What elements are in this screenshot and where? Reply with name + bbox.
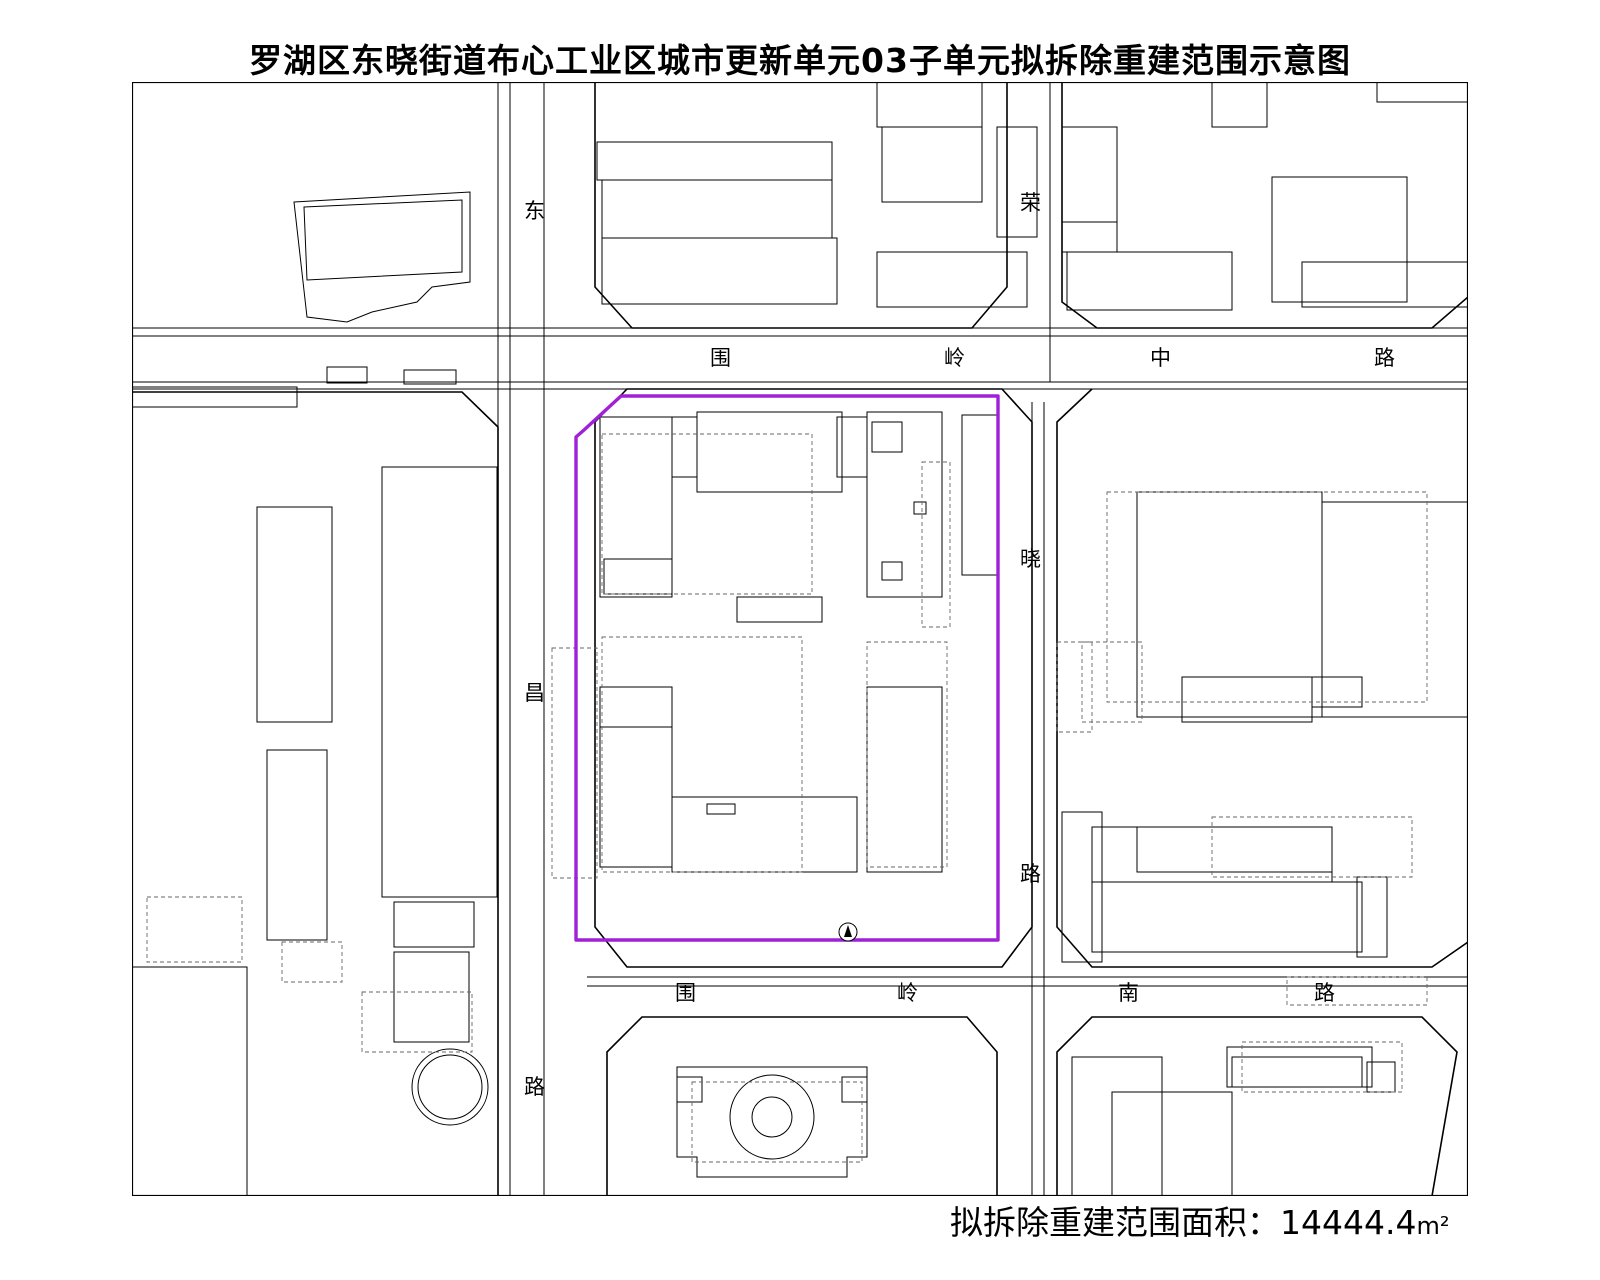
road-labels: 围 岭 中 路 围 岭 南 路 东 昌 路 晓 路 荣 [524,191,1395,1099]
road-label-xiao: 晓 [1020,547,1041,571]
road-label-wei-2: 围 [675,981,696,1005]
road-label-rong: 荣 [1020,191,1041,215]
road-label-dong: 东 [524,199,545,223]
road-label-ling-2: 岭 [897,981,918,1005]
area-value: 14444.4 [1280,1203,1417,1242]
map-canvas: 围 岭 中 路 围 岭 南 路 东 昌 路 晓 路 荣 [132,82,1468,1196]
map-frame: 围 岭 中 路 围 岭 南 路 东 昌 路 晓 路 荣 [132,82,1468,1196]
road-label-wei-1: 围 [710,346,731,370]
road-label-nan: 南 [1118,981,1139,1005]
area-annotation: 拟拆除重建范围面积：14444.4m² [950,1196,1480,1244]
area-label-text: 拟拆除重建范围面积： [950,1203,1280,1242]
map-title: 罗湖区东晓街道布心工业区城市更新单元03子单元拟拆除重建范围示意图 [249,41,1351,80]
road-label-lu-2: 路 [1314,981,1335,1005]
road-label-zhong: 中 [1150,346,1171,370]
area-unit: m² [1416,1212,1450,1240]
compass-marker-icon [838,922,858,942]
redevelopment-boundary [574,394,1000,942]
road-label-lu-4: 路 [1020,862,1041,886]
road-network [132,82,1468,1196]
road-label-ling-1: 岭 [944,346,965,370]
road-label-chang: 昌 [524,681,545,705]
building-footprints [132,82,1468,1196]
road-label-lu-3: 路 [524,1075,545,1099]
road-label-lu-1: 路 [1374,346,1395,370]
